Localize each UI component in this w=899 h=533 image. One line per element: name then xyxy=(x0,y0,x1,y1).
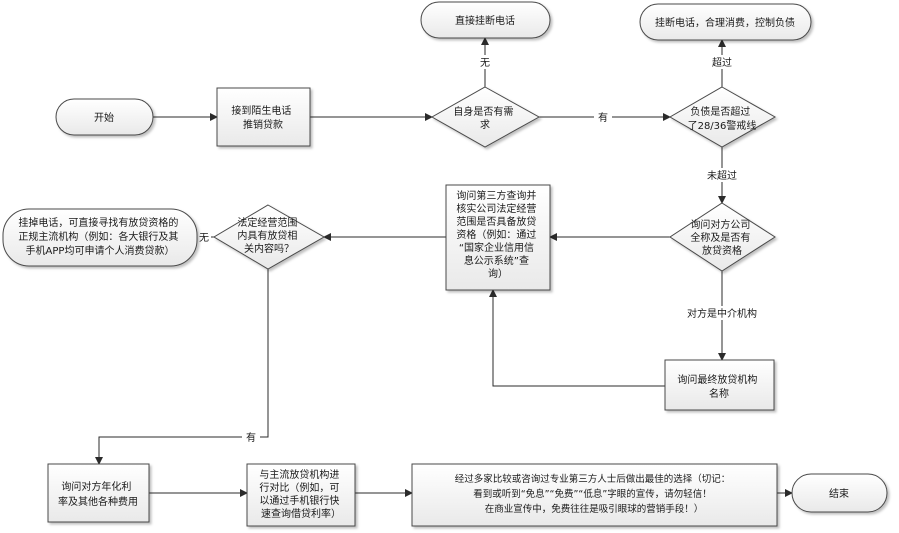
verify-company-node xyxy=(445,184,551,291)
edge-legal-scope-to-rates xyxy=(95,269,269,465)
start-label: 开始 xyxy=(94,111,114,124)
hang-up-control-label: 挂断电话，合理消费，控制负债 xyxy=(655,16,795,29)
edge-label-no-need: 无 xyxy=(480,58,490,69)
need-decision-node xyxy=(430,86,541,148)
start-node xyxy=(55,98,154,136)
ask-qualification-node xyxy=(669,202,776,272)
hang-up-label: 直接挂断电话 xyxy=(455,14,515,27)
mainstream-node xyxy=(2,208,198,267)
legal-scope-label: 法定经营范围 内具有放贷相 关内容吗？ xyxy=(237,216,300,255)
receive-call-node xyxy=(216,87,311,147)
mainstream-label: 挂掉电话，可直接寻找有放贷资格的 正规主流机构（例如：各大银行及其 手机APP均… xyxy=(18,216,181,257)
edge-label-bg xyxy=(476,55,494,69)
edge-label-bg xyxy=(708,55,736,69)
final-choice-label: 经过多家比较或咨询过专业第三方人士后做出最佳的选择（切记： 看到或听到“免息”“… xyxy=(455,473,734,515)
edge-label-bg xyxy=(672,306,772,320)
edge-lender-name-to-verify xyxy=(489,289,665,387)
debt-decision-node xyxy=(668,86,777,148)
edge-label-has-scope: 有 xyxy=(246,431,256,444)
edge-label-intermediary: 对方是中介机构 xyxy=(687,307,757,320)
compare-node xyxy=(246,463,356,527)
hang-up-control-node xyxy=(639,3,812,41)
receive-call-label: 接到陌生电话 推销贷款 xyxy=(231,104,294,131)
debt-decision-label: 负债是否超过 了28/36警戒线 xyxy=(688,105,757,132)
lender-name-label: 询问最终放贷机构 名称 xyxy=(677,373,760,400)
ask-rates-label: 询问对方年化利 率及其他各种费用 xyxy=(58,480,138,508)
end-label: 结束 xyxy=(829,487,849,500)
compare-label: 与主流放贷机构进 行对比（例如，可 以通过手机银行快 速查询借贷利率） xyxy=(259,468,342,520)
edge-label-exceeded: 超过 xyxy=(712,56,732,69)
edge-label-bg xyxy=(702,168,742,182)
edge-label-bg xyxy=(197,230,211,244)
verify-company-label: 询问第三方查询并 核实公司法定经营 范围是否具备放贷 资格（例如：通过 “国家企… xyxy=(456,189,539,280)
edge-label-no-scope: 无 xyxy=(199,233,209,244)
legal-scope-node xyxy=(213,204,326,270)
lender-name-node xyxy=(664,359,775,411)
hang-up-node xyxy=(420,1,551,39)
edge-label-bg xyxy=(594,110,612,124)
ask-qualification-label: 询问对方公司 全称及是否有 放贷资格 xyxy=(690,218,753,257)
end-node xyxy=(791,473,888,513)
edge-label-not-exceeded: 未超过 xyxy=(707,169,737,182)
need-decision-label: 自身是否有需 求 xyxy=(453,105,516,131)
final-choice-node xyxy=(411,463,778,527)
edge-label-has-need: 有 xyxy=(598,111,608,124)
ask-rates-node xyxy=(47,463,150,523)
edge-label-bg xyxy=(242,430,260,444)
